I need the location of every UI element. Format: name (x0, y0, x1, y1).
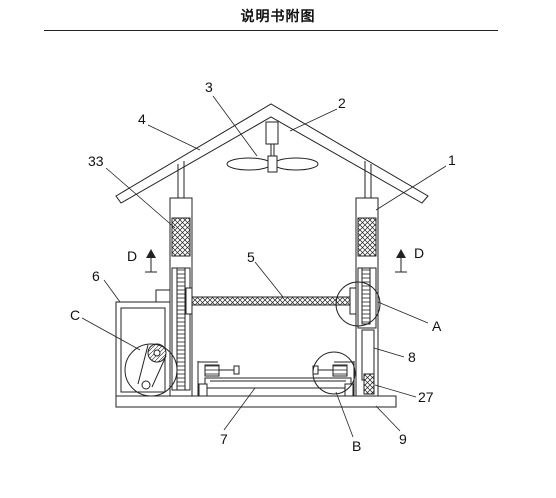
detail-circle-A (335, 281, 381, 327)
detail-circle-C (124, 343, 178, 397)
label-7: 7 (220, 431, 228, 447)
right-column-mesh (357, 217, 377, 257)
tray (204, 377, 352, 389)
label-1: 1 (448, 152, 456, 168)
label-33: 33 (88, 153, 104, 169)
label-9: 9 (399, 431, 407, 447)
fan-blade-left (226, 157, 272, 171)
page-header-title: 说明书附图 (240, 9, 316, 25)
arrow-d-right (396, 249, 406, 258)
label-A: A (432, 318, 442, 334)
arrow-d-left (146, 249, 156, 258)
label-3: 3 (205, 79, 213, 95)
label-27: 27 (418, 389, 434, 405)
left-rack (176, 267, 186, 391)
fan-hub (267, 155, 278, 173)
left-column-mesh (171, 217, 191, 257)
label-4: 4 (138, 111, 146, 127)
clamp-left (197, 361, 240, 396)
motor (265, 121, 279, 145)
label-2: 2 (338, 95, 346, 111)
base-plate (115, 395, 397, 408)
label-D-right: D (414, 245, 424, 261)
label-D-left: D (127, 248, 137, 264)
label-5: 5 (247, 249, 255, 265)
header-rule (44, 30, 498, 31)
roof (115, 103, 429, 204)
label-6: 6 (92, 268, 100, 284)
side-housing (115, 301, 171, 397)
lower-pulley (141, 380, 151, 390)
label-B: B (352, 438, 361, 454)
right-lower-mesh (363, 373, 375, 395)
threaded-rod (191, 296, 357, 306)
label-8: 8 (408, 349, 416, 365)
right-rack (361, 267, 371, 325)
label-C: C (70, 307, 80, 323)
detail-circle-B (312, 351, 356, 395)
sliding-plate (361, 329, 375, 381)
fan-blade-right (273, 157, 319, 171)
